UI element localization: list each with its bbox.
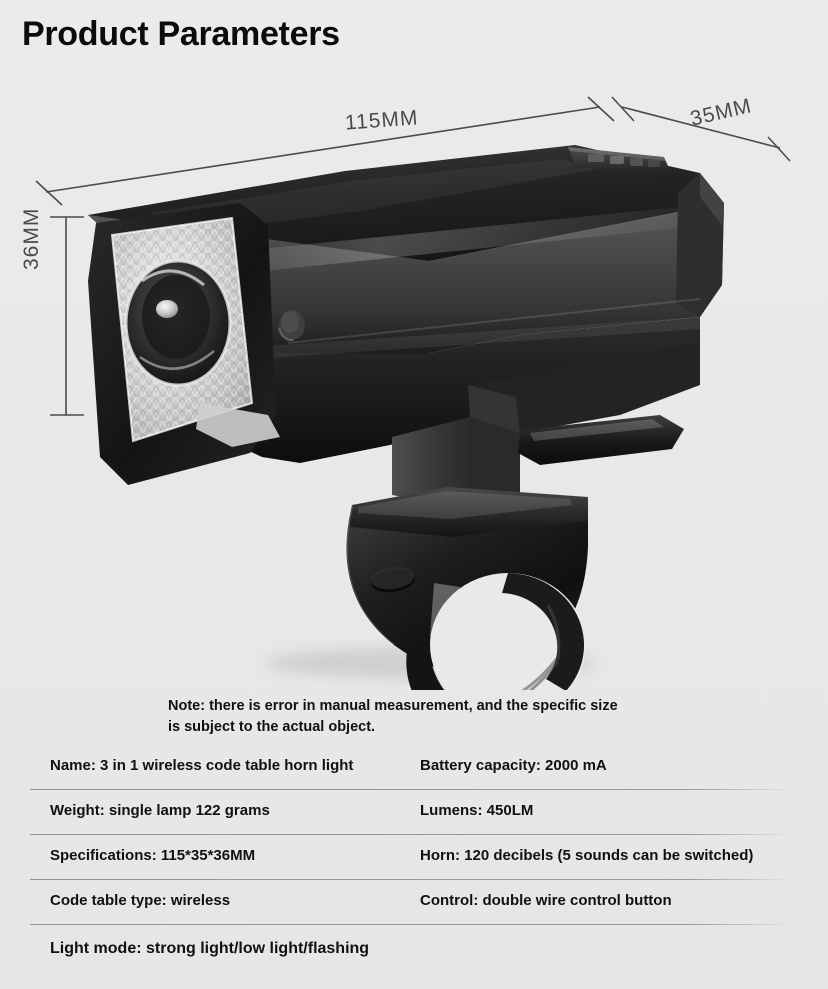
light-body-mid-wedge-face	[468, 385, 520, 433]
spec-battery-capacity: Battery capacity: 2000 mA	[420, 757, 607, 774]
row-divider	[30, 879, 795, 880]
spec-name: Name: 3 in 1 wireless code table horn li…	[50, 757, 354, 774]
row-divider	[30, 789, 795, 790]
lamp-reflector	[124, 259, 232, 387]
led-emitter	[156, 300, 178, 318]
table-row: Name: 3 in 1 wireless code table horn li…	[0, 744, 828, 789]
mount-release-lever	[518, 415, 684, 465]
page-title: Product Parameters	[22, 15, 340, 53]
table-row: Weight: single lamp 122 grams Lumens: 45…	[0, 789, 828, 834]
table-row: Code table type: wireless Control: doubl…	[0, 879, 828, 924]
product-figure: 115MM 35MM 36MM	[0, 85, 828, 690]
clamp-inner-ribs	[521, 604, 561, 690]
light-body-lower	[160, 317, 700, 463]
mount-stem-face	[470, 417, 520, 509]
body-seam-line	[287, 298, 701, 344]
measurement-note-line-2: is subject to the actual object.	[168, 719, 376, 735]
table-row: Specifications: 115*35*36MM Horn: 120 de…	[0, 834, 828, 879]
mode-button	[278, 310, 305, 342]
spec-table: Name: 3 in 1 wireless code table horn li…	[0, 744, 828, 976]
rear-control-panel	[568, 147, 672, 175]
row-divider	[30, 834, 795, 835]
dim-line-length	[45, 106, 601, 193]
light-body-rear-cap	[676, 173, 724, 317]
measurement-note: Note: there is error in manual measureme…	[168, 696, 668, 738]
row-divider	[30, 924, 795, 925]
handlebar-clamp	[344, 487, 588, 690]
dimension-label-height: 36MM	[20, 207, 43, 270]
light-body-upper-sheen	[200, 205, 706, 277]
spec-code-table-type: Code table type: wireless	[50, 892, 231, 909]
spec-weight: Weight: single lamp 122 grams	[50, 802, 270, 819]
clamp-split-gap	[430, 583, 460, 637]
measurement-note-line-1: Note: there is error in manual measureme…	[168, 698, 618, 714]
spec-light-mode: Light mode: strong light/low light/flash…	[50, 940, 370, 957]
spec-horn: Horn: 120 decibels (5 sounds can be swit…	[420, 847, 754, 864]
dimension-annotations	[35, 96, 791, 416]
table-row: Light mode: strong light/low light/flash…	[0, 924, 828, 976]
product-illustration	[88, 145, 724, 690]
light-body-top-sheen	[150, 159, 598, 235]
lens-overhang	[196, 403, 280, 447]
spec-lumens: Lumens: 450LM	[420, 802, 534, 819]
spec-control: Control: double wire control button	[420, 892, 672, 909]
dim-line-depth	[621, 106, 781, 149]
spec-specifications: Specifications: 115*35*36MM	[50, 847, 256, 864]
light-body-lower-edge	[160, 317, 700, 365]
light-body-mid-wedge	[468, 343, 700, 433]
